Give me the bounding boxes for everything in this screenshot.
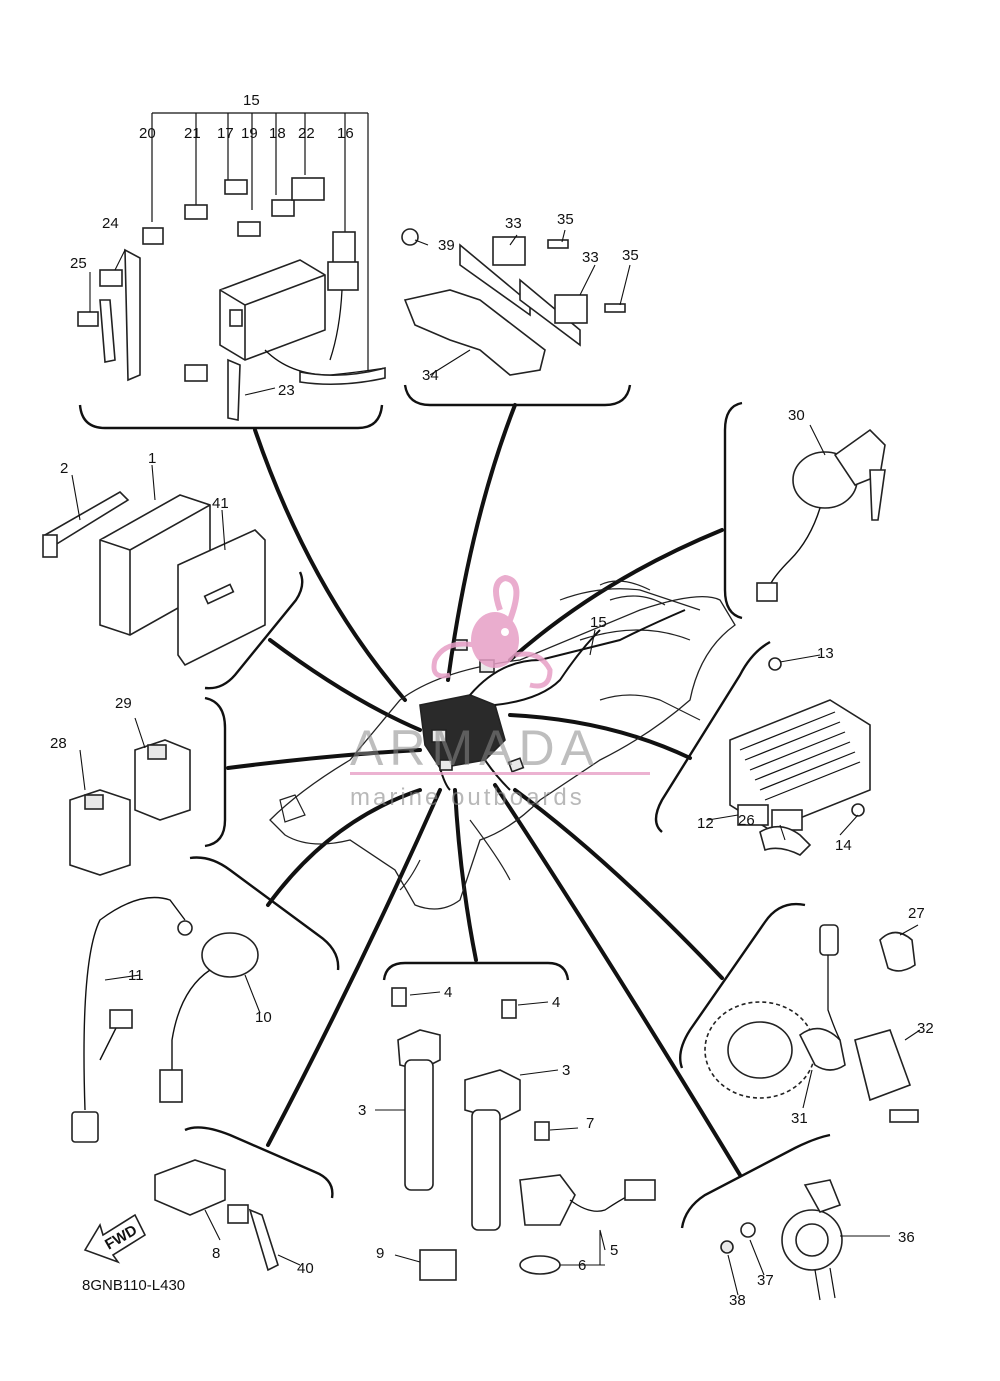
ecu-group [42,491,266,667]
part-label: 21 [184,125,201,142]
group-bracket-rectifier [654,640,771,833]
part-label: 19 [241,125,258,142]
label-leaders [71,229,921,1296]
watermark-brand: ARMADA [350,720,600,776]
part-label: 22 [298,125,315,142]
leader-line [266,788,422,907]
part-label: 5 [610,1242,618,1259]
fwd-arrow: FWD [83,1213,147,1264]
part-label: 15 [590,614,607,631]
group-bracket-relay-stay [403,384,632,407]
watermark-tagline: marine outboards [350,784,585,811]
relays-group [69,739,191,876]
group-bracket-horn [680,1133,831,1229]
part-label: 1 [148,450,156,467]
part-label: 14 [835,837,852,854]
group-bracket-main-switch [723,401,743,620]
part-label: 41 [212,495,229,512]
part-label: 31 [791,1110,808,1127]
part-label: 23 [278,382,295,399]
part-label: 4 [552,994,560,1011]
part-label: 8 [212,1245,220,1262]
part-label: 30 [788,407,805,424]
part-label: 15 [243,92,260,109]
part-label: 16 [337,125,354,142]
part-label: 12 [697,815,714,832]
watermark-logo-icon [431,574,553,689]
part-label: 25 [70,255,87,272]
horn-group [720,1179,843,1301]
part-label: 26 [738,812,755,829]
leader-line [253,428,407,702]
leader-line [268,638,422,732]
part-label: 35 [557,211,574,228]
diagram-code: 8GNB110-L430 [82,1277,185,1294]
leader-line [266,788,442,1147]
part-label: 6 [578,1257,586,1274]
group-bracket-ignition-coils [382,961,570,981]
part-label: 33 [582,249,599,266]
part-label: 4 [444,984,452,1001]
part-label: 10 [255,1009,272,1026]
leader-line [453,788,478,962]
leader-line [508,528,724,662]
part-label: 40 [297,1260,314,1277]
leader-line [508,713,692,760]
part-label: 37 [757,1272,774,1289]
part-label: 27 [908,905,925,922]
fuse-box-group [77,112,386,421]
part-label: 33 [505,215,522,232]
part-label: 17 [217,125,234,142]
part-label: 20 [139,125,156,142]
part-label: 9 [376,1245,384,1262]
group-bracket-thermo [189,856,340,971]
part-label: 28 [50,735,67,752]
rectifier-group [729,657,871,856]
part-label: 35 [622,247,639,264]
part-label: 29 [115,695,132,712]
part-label: 34 [422,367,439,384]
watermark: ARMADA marine outboards [350,574,650,811]
frame-outline [269,580,736,910]
leader-line [226,748,422,770]
part-label: 38 [729,1292,746,1309]
part-label: 36 [898,1229,915,1246]
group-bracket-sensors-left [184,1126,334,1199]
part-label: 24 [102,215,119,232]
part-label: 3 [562,1062,570,1079]
group-bracket-ecu [204,571,304,690]
relay-stay-group [401,228,626,376]
group-bracket-crank-sensor [679,902,806,1069]
part-label: 2 [60,460,68,477]
part-label: 11 [128,967,144,984]
part-label: 39 [438,237,455,254]
group-bracket-relays [204,696,227,848]
ignition-coils-group [391,987,656,1275]
thermo-unit-group [71,896,259,1143]
main-switch-group [756,428,886,602]
leader-line [446,403,517,682]
part-label: 32 [917,1020,934,1037]
leader-line [493,783,742,1177]
part-label: 7 [586,1115,594,1132]
crank-sensor-group [704,924,919,1123]
part-label: 13 [817,645,834,662]
wire-harness [419,609,686,791]
part-label: 3 [358,1102,366,1119]
leader-line [513,788,724,980]
part-label: 18 [269,125,286,142]
pressure-sensor-group [154,1159,457,1281]
group-bracket-fuse-box [78,404,384,430]
